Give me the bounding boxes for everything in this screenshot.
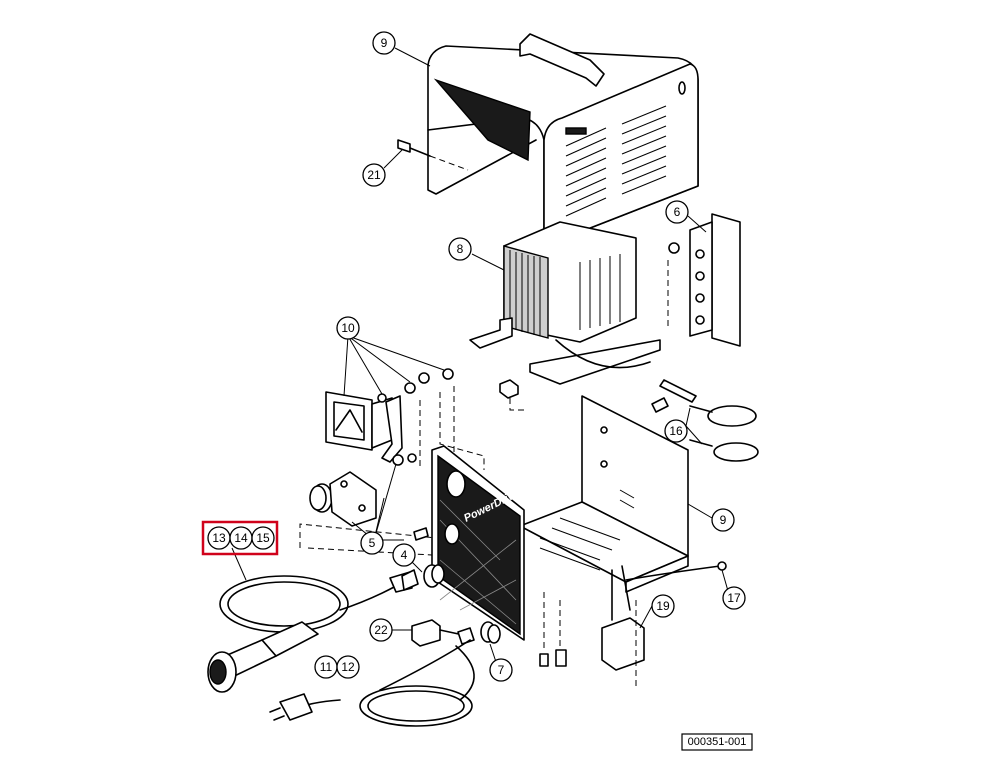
callout-9-base: 9: [711, 508, 735, 532]
svg-text:22: 22: [374, 623, 388, 637]
ammeter-assembly: [325, 368, 454, 466]
svg-text:21: 21: [367, 168, 381, 182]
svg-text:9: 9: [381, 36, 388, 50]
hex-nut: [499, 379, 528, 411]
callout-22: 22: [369, 618, 393, 642]
svg-text:19: 19: [656, 599, 670, 613]
base-screws: [413, 397, 669, 667]
reference-code-label: 000351-001: [681, 733, 753, 751]
callout-7: 7: [489, 658, 513, 682]
bushing-4: [423, 564, 445, 588]
svg-text:000351-001: 000351-001: [688, 736, 747, 748]
callout-21: 21: [362, 163, 386, 187]
callout-13: 13: [207, 526, 231, 550]
fuse-holder-22: [411, 619, 475, 647]
svg-text:17: 17: [727, 591, 741, 605]
callout-19: 19: [651, 594, 675, 618]
screw-21: [397, 139, 469, 171]
svg-text:13: 13: [212, 531, 226, 545]
leader-lines: [231, 47, 731, 669]
callout-10: 10: [336, 316, 360, 340]
terminal-block: [667, 213, 741, 347]
callout-17: 17: [722, 586, 746, 610]
callout-5: 5: [360, 531, 384, 555]
svg-text:11: 11: [320, 660, 333, 674]
rectifier-19: [601, 565, 645, 690]
callout-14: 14: [229, 526, 253, 550]
callout-15: 15: [251, 526, 275, 550]
circuit-breaker: [309, 471, 377, 527]
bushing-7: [480, 621, 501, 644]
transformer: [469, 221, 661, 385]
svg-text:9: 9: [720, 513, 727, 527]
svg-text:5: 5: [369, 536, 376, 550]
svg-text:7: 7: [498, 663, 505, 677]
svg-text:14: 14: [234, 531, 248, 545]
callout-4: 4: [392, 543, 416, 567]
svg-text:6: 6: [674, 205, 681, 219]
callout-6: 6: [665, 200, 689, 224]
callout-12: 12: [336, 655, 360, 679]
callout-9-cover: 9: [372, 31, 396, 55]
charger-base: [519, 395, 689, 593]
svg-text:15: 15: [256, 531, 270, 545]
svg-text:10: 10: [341, 321, 355, 335]
dc-cord: [207, 569, 419, 693]
charger-cover: [427, 33, 699, 247]
callout-11: 11: [314, 655, 338, 679]
svg-text:16: 16: [669, 424, 683, 438]
svg-text:8: 8: [457, 242, 464, 256]
cover-vents: [565, 105, 667, 217]
ac-cord: [269, 639, 475, 727]
svg-text:12: 12: [341, 660, 355, 674]
svg-text:4: 4: [401, 548, 408, 562]
front-faceplate: PowerDrive: [431, 445, 525, 641]
highlight-box: [201, 520, 279, 556]
callout-16: 16: [664, 419, 688, 443]
callout-8: 8: [448, 237, 472, 261]
